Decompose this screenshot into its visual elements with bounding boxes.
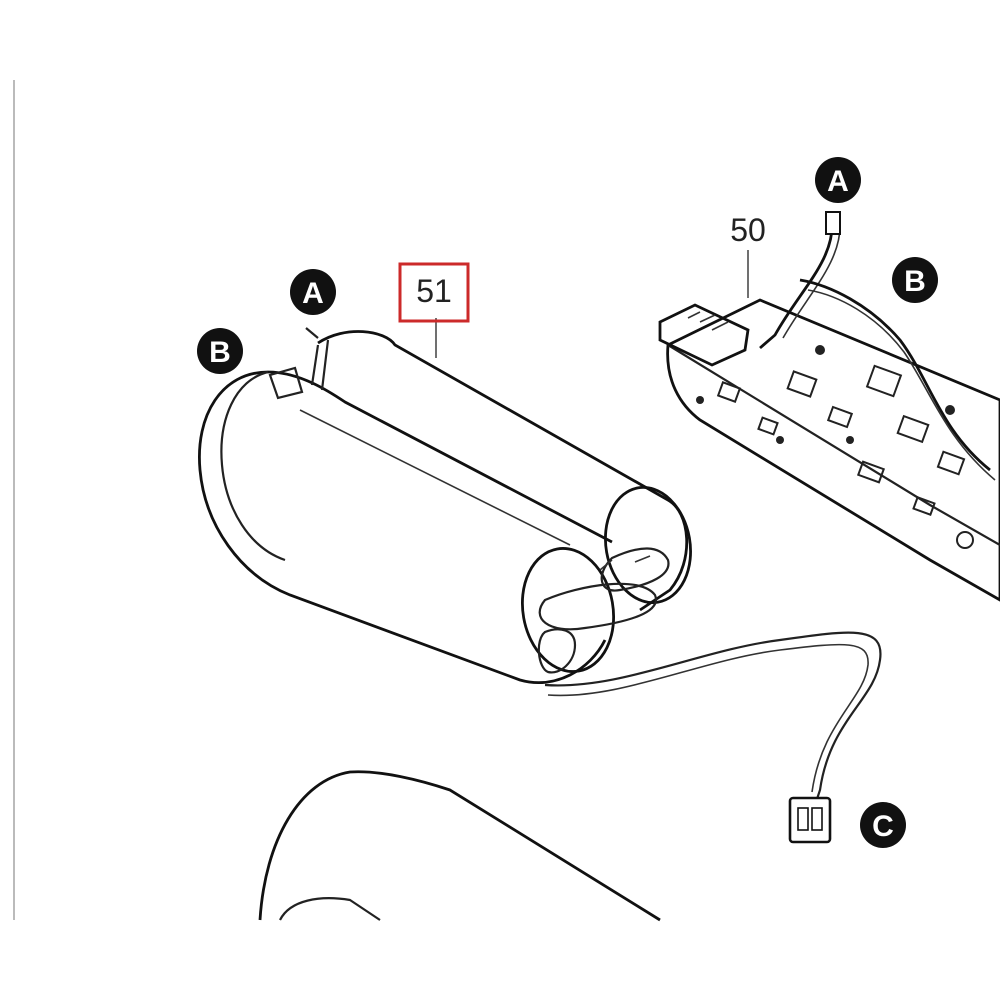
- connector-c-plug[interactable]: [788, 796, 832, 844]
- wire-c-outer: [544, 631, 882, 806]
- nickel-strip-middle: [538, 582, 658, 631]
- connector-label-c: C: [860, 802, 906, 848]
- wire-a-board-inner: [782, 221, 841, 339]
- connector-label-b-left: B: [197, 328, 243, 374]
- battery-cell-front-top: [267, 370, 613, 544]
- battery-end-face-top: [604, 486, 692, 604]
- circuit-board[interactable]: [658, 211, 1000, 602]
- label-a-right-text: A: [827, 165, 849, 198]
- battery-seam-line: [299, 409, 571, 546]
- terminal-b-tab: [268, 366, 304, 400]
- terminal-a-tab: [310, 339, 330, 391]
- label-c-text: C: [872, 810, 894, 843]
- wire-b-board-inner: [807, 289, 996, 481]
- battery-cell-front: [198, 370, 607, 684]
- pcb-top-edge: [667, 344, 1000, 546]
- label-b-left-text: B: [209, 336, 231, 369]
- part-number-51[interactable]: 51: [416, 273, 452, 309]
- wire-a-board: [759, 219, 834, 350]
- wire-b-board: [799, 278, 991, 472]
- nickel-strip-upper: [600, 547, 670, 592]
- connector-label-b-right: B: [892, 257, 938, 303]
- wire-c-inner: [547, 643, 869, 793]
- pcb-outline: [666, 298, 1000, 602]
- pcb-header-pins: [687, 311, 729, 331]
- battery-left-cap: [220, 370, 286, 562]
- part-number-50[interactable]: 50: [730, 212, 766, 248]
- connector-label-a-left: A: [290, 269, 336, 315]
- wire-stub-a: [305, 327, 319, 339]
- label-a-left-text: A: [302, 277, 324, 310]
- battery-pack[interactable]: [198, 327, 699, 684]
- battery-cell-back: [317, 330, 689, 612]
- pcb-header-connector: [658, 303, 750, 367]
- label-b-right-text: B: [904, 265, 926, 298]
- nickel-strip-lower: [537, 628, 577, 674]
- connector-label-a-right: A: [815, 157, 861, 203]
- strip-detail: [599, 555, 651, 571]
- housing-part-partial: [258, 770, 661, 922]
- highlight-box-51: [398, 262, 470, 323]
- battery-end-face-bottom: [520, 547, 616, 673]
